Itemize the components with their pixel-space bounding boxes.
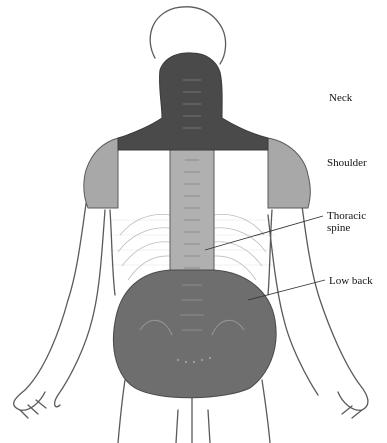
label-thoracic-spine: Thoracic spine	[327, 210, 385, 234]
label-low-back: Low back	[329, 275, 373, 287]
thoracic-region	[170, 150, 214, 280]
neck-region	[118, 53, 268, 150]
label-neck: Neck	[329, 92, 352, 104]
label-shoulder: Shoulder	[327, 157, 367, 169]
lowback-region	[113, 270, 276, 398]
